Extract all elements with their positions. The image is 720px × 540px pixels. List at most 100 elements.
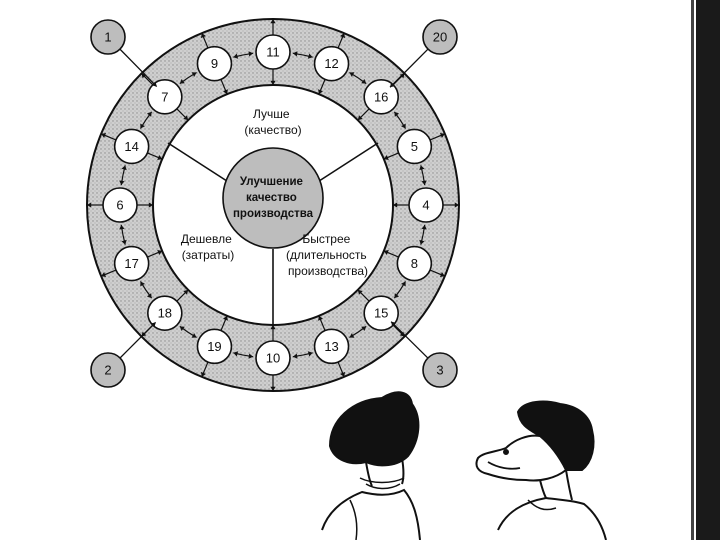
ring-node-label: 13 <box>324 339 338 354</box>
ring-node-11: 11 <box>255 34 291 70</box>
ring-node-label: 14 <box>124 139 138 154</box>
ring-node-label: 7 <box>161 89 168 104</box>
arrowhead <box>222 315 228 321</box>
corner-node-label: 20 <box>433 30 447 45</box>
arrowhead <box>183 115 189 121</box>
ring-node-circle <box>113 245 150 282</box>
ring-node-circle <box>363 295 399 331</box>
corner-node-circle <box>422 19 458 55</box>
ring-node-7: 7 <box>147 79 183 115</box>
left-person <box>321 391 421 540</box>
ring-node-19: 19 <box>196 328 233 365</box>
arrowhead <box>349 333 355 338</box>
arrowhead <box>270 80 276 85</box>
arrowhead <box>191 72 197 77</box>
ring-node-label: 16 <box>374 89 388 104</box>
sector-label-left: Дешевле (затраты) <box>181 232 235 262</box>
arrowhead <box>157 154 163 160</box>
arrowhead <box>357 115 363 121</box>
arrowhead <box>151 81 157 87</box>
arrowhead <box>421 224 427 230</box>
arrowhead <box>179 326 185 332</box>
ring-node-16: 16 <box>363 79 399 115</box>
corner-arrow <box>390 321 429 359</box>
ring-node-label: 12 <box>324 56 338 71</box>
arrowhead <box>393 202 398 208</box>
arrowhead <box>318 315 324 321</box>
corner-node-3: 3 <box>422 352 458 388</box>
corner-node-1: 1 <box>90 19 126 55</box>
arrowhead <box>439 132 445 138</box>
ring-node-circle <box>396 128 433 165</box>
arrowhead <box>390 82 395 88</box>
ring-node-label: 9 <box>211 56 218 71</box>
arrowhead <box>119 180 125 186</box>
arrowhead <box>421 180 427 186</box>
arrowhead <box>101 272 107 278</box>
divider-right <box>315 142 379 184</box>
arrowhead <box>87 202 92 208</box>
corner-node-20: 20 <box>422 19 458 55</box>
arrowhead <box>383 154 389 160</box>
arrowhead <box>383 250 389 256</box>
arrowhead <box>121 165 127 171</box>
ring-node-label: 18 <box>158 306 172 321</box>
arrowhead <box>222 89 228 95</box>
ring-node-18: 18 <box>147 295 183 331</box>
ring-node-circle <box>255 34 291 70</box>
arrowhead <box>121 239 127 245</box>
edge-panel <box>696 0 720 540</box>
edge-line <box>691 0 694 540</box>
arrowhead <box>119 224 125 230</box>
corner-node-2: 2 <box>90 352 126 388</box>
corner-arrow <box>119 321 157 359</box>
sector-label-top: Лучше (качество) <box>244 107 301 137</box>
arrowhead <box>270 19 276 24</box>
arrowhead <box>270 386 276 391</box>
arrowhead <box>419 165 425 171</box>
arrowhead <box>349 72 355 77</box>
ring-node-circle <box>147 295 183 331</box>
arrowhead <box>361 78 367 84</box>
arrowhead <box>439 272 445 278</box>
arrowhead <box>318 89 324 95</box>
ring-node-9: 9 <box>196 45 233 82</box>
arrowhead <box>140 281 145 287</box>
ring-node-circle <box>113 128 150 165</box>
ring-node-circle <box>313 45 350 82</box>
ring-node-label: 6 <box>116 198 123 213</box>
ring-node-8: 8 <box>396 245 433 282</box>
ring-node-label: 4 <box>422 198 429 213</box>
arrowhead <box>191 333 197 338</box>
ring-node-17: 17 <box>113 245 150 282</box>
ring-node-14: 14 <box>113 128 150 165</box>
sector-label-right: Быстрее (длительность производства) <box>286 232 370 278</box>
ring-node-label: 8 <box>411 256 418 271</box>
center-circle <box>222 147 324 249</box>
ring-node-circle <box>313 328 350 365</box>
ring-node-4: 4 <box>408 187 444 223</box>
ring-node-12: 12 <box>313 45 350 82</box>
corner-node-label: 2 <box>104 363 111 378</box>
corner-arrow <box>389 48 429 88</box>
ring-node-label: 5 <box>411 139 418 154</box>
ring-node-circle <box>363 79 399 115</box>
right-person <box>475 400 607 540</box>
arrowhead <box>307 53 313 59</box>
arrowhead <box>401 281 406 287</box>
ring-node-label: 19 <box>207 339 221 354</box>
corner-arrow <box>119 48 158 88</box>
arrowhead <box>340 33 346 39</box>
arrowhead <box>270 325 276 330</box>
ring-node-circle <box>102 187 138 223</box>
ring-node-circle <box>196 328 233 365</box>
center-label: Улучшение качество производства <box>233 176 314 220</box>
ring-node-6: 6 <box>102 187 138 223</box>
arrowhead <box>357 289 363 295</box>
ring-node-label: 10 <box>266 351 280 366</box>
corner-node-circle <box>90 19 126 55</box>
ring-node-label: 17 <box>124 256 138 271</box>
ring-node-13: 13 <box>313 328 350 365</box>
ring-node-circle <box>255 340 291 376</box>
arrowhead <box>146 111 152 117</box>
